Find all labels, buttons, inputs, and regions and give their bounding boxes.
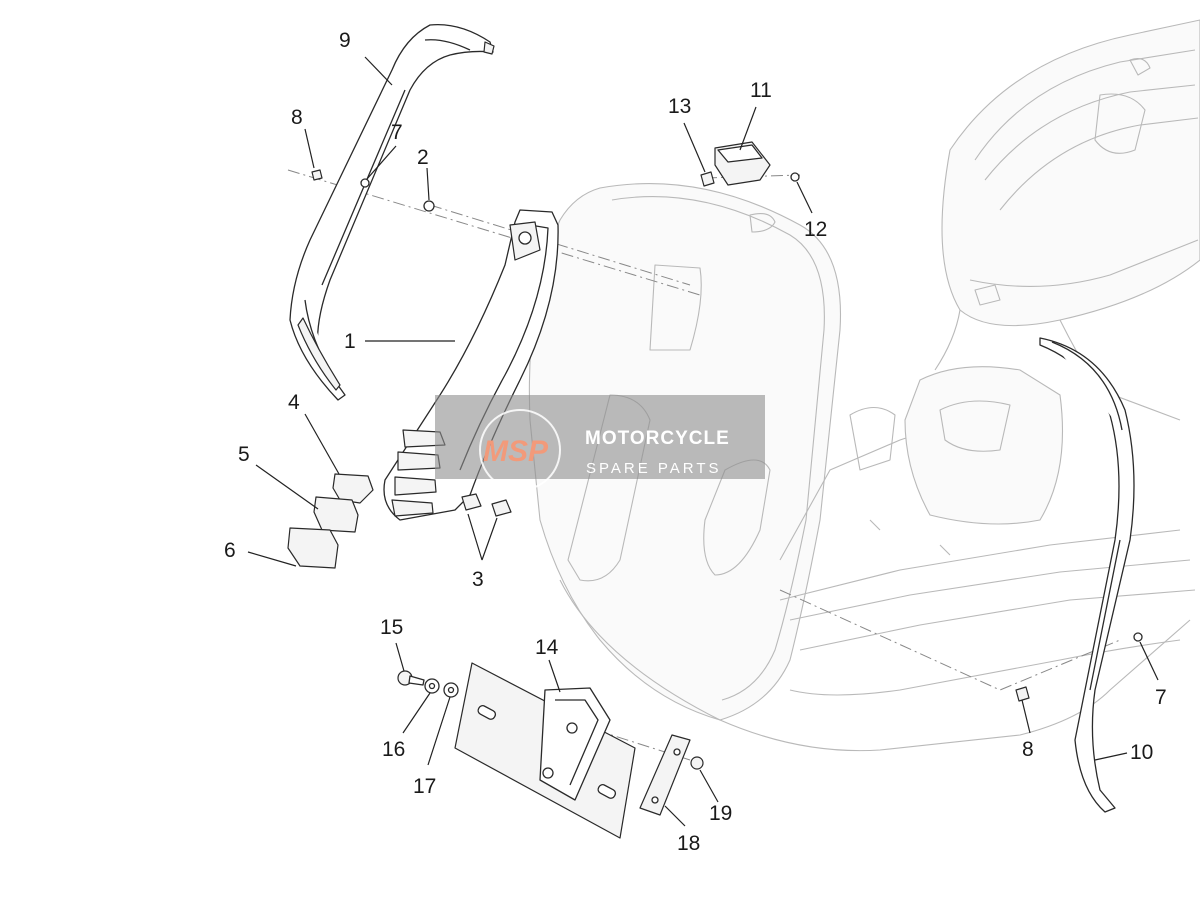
callout-6: 6 xyxy=(224,539,236,562)
part-10-trim-strip-right xyxy=(1039,337,1135,813)
callout-5: 5 xyxy=(238,443,250,466)
callout-11: 11 xyxy=(750,79,772,102)
callout-3: 3 xyxy=(472,568,484,591)
part-16-washer xyxy=(424,678,440,694)
watermark-globe-icon xyxy=(479,409,561,491)
callout-12: 12 xyxy=(804,218,827,241)
callout-19: 19 xyxy=(709,802,732,825)
callout-15: 15 xyxy=(380,616,403,639)
watermark-banner xyxy=(435,395,765,479)
part-17-washer xyxy=(443,682,459,698)
callout-7-right: 7 xyxy=(1155,686,1167,709)
callout-10: 10 xyxy=(1130,741,1153,764)
callout-14: 14 xyxy=(535,636,559,659)
part-15-bolt xyxy=(397,670,425,686)
part-18-plate xyxy=(639,734,691,816)
part-11-bracket xyxy=(714,141,771,186)
leader-lines xyxy=(247,56,1159,827)
callout-17: 17 xyxy=(413,775,436,798)
callout-16: 16 xyxy=(382,738,405,761)
callout-2: 2 xyxy=(417,146,429,169)
part-3-clips xyxy=(461,493,512,517)
callout-1: 1 xyxy=(344,330,356,353)
part-6-grille-piece xyxy=(287,527,339,569)
callout-labels: 9 8 7 2 1 4 5 6 3 13 11 12 7 8 10 15 16 … xyxy=(224,29,1167,855)
callout-8-top: 8 xyxy=(291,106,303,129)
callout-9: 9 xyxy=(339,29,351,52)
callout-8-right: 8 xyxy=(1022,738,1034,761)
fasteners xyxy=(311,169,1143,702)
callout-18: 18 xyxy=(677,832,700,855)
part-19-nut xyxy=(690,756,704,770)
part-4-grille-piece xyxy=(332,473,374,504)
part-5-grille-piece xyxy=(313,496,359,533)
watermark: MSP MOTORCYCLE SPARE PARTS xyxy=(435,395,765,491)
watermark-logo: MSP xyxy=(483,435,549,468)
callout-7-top: 7 xyxy=(391,121,403,144)
part-14-plate-holder xyxy=(454,662,636,839)
callout-13: 13 xyxy=(668,95,691,118)
watermark-brand: MOTORCYCLE xyxy=(585,428,730,449)
callout-4: 4 xyxy=(288,391,300,414)
watermark-subtitle: SPARE PARTS xyxy=(586,460,722,477)
part-9-trim-strip-left xyxy=(289,23,495,401)
